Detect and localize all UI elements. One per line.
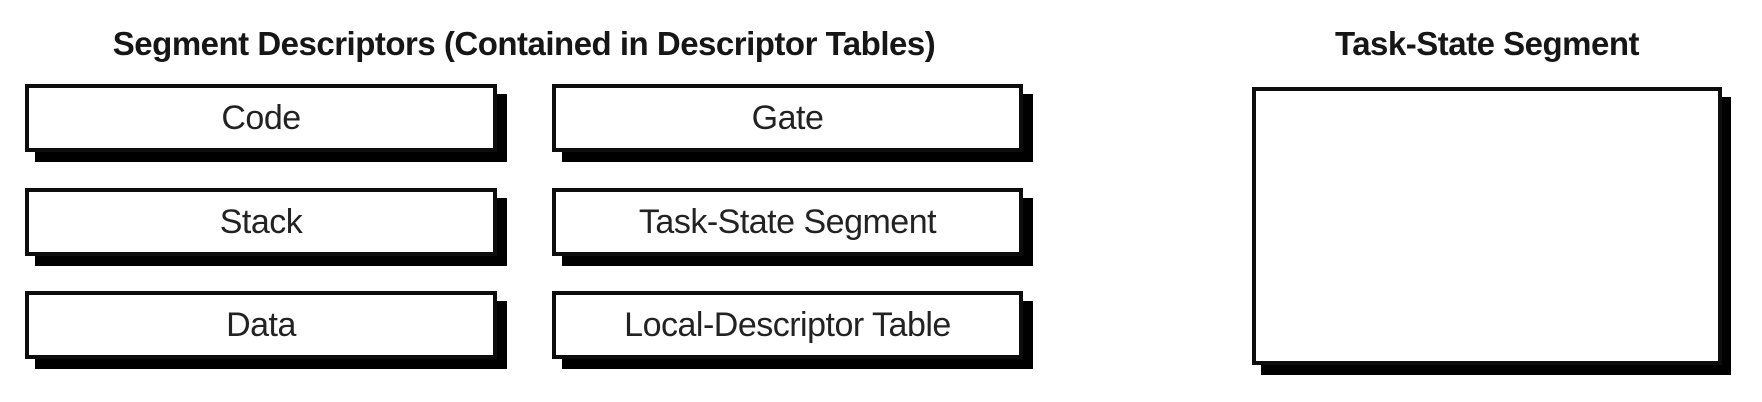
task-state-segment-box: [1252, 87, 1722, 365]
descriptor-box-stack: Stack: [25, 188, 497, 256]
descriptor-box-code-label: Code: [221, 98, 301, 137]
descriptor-box-local-descriptor-table-label: Local-Descriptor Table: [624, 305, 951, 344]
descriptor-box-task-state-segment: Task-State Segment: [552, 188, 1023, 256]
segment-descriptors-title: Segment Descriptors (Contained in Descri…: [112, 25, 936, 62]
descriptor-box-data: Data: [25, 291, 497, 359]
descriptor-box-local-descriptor-table: Local-Descriptor Table: [552, 291, 1023, 359]
task-state-segment-title: Task-State Segment: [1335, 25, 1639, 62]
descriptor-box-data-label: Data: [226, 305, 296, 344]
descriptor-box-code: Code: [25, 84, 497, 152]
descriptor-box-task-state-segment-label: Task-State Segment: [638, 202, 937, 241]
descriptor-box-stack-label: Stack: [219, 202, 303, 241]
descriptor-box-gate-label: Gate: [751, 98, 824, 137]
descriptor-box-gate: Gate: [552, 84, 1023, 152]
